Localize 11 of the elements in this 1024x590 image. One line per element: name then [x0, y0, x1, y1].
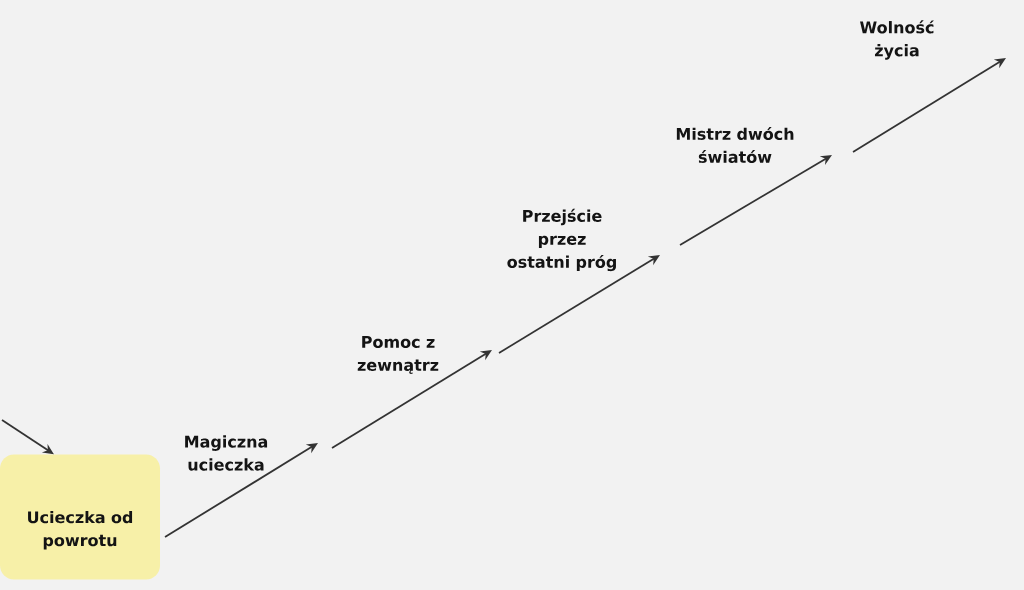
stage-label: Wolność życia [860, 20, 934, 60]
arrow [331, 350, 492, 449]
arrow [498, 255, 660, 354]
arrow [164, 443, 318, 538]
stage-label: Mistrz dwóch światów [676, 127, 794, 163]
arrow [852, 58, 1006, 153]
stage-label: Pomoc z zewnątrz [357, 336, 439, 374]
stage-label: Magiczna ucieczka [185, 435, 268, 471]
stage-label: Przejście przez ostatni próg [507, 208, 616, 272]
arrow [679, 155, 832, 246]
stage-box: Ucieczka od powrotu [0, 454, 160, 580]
